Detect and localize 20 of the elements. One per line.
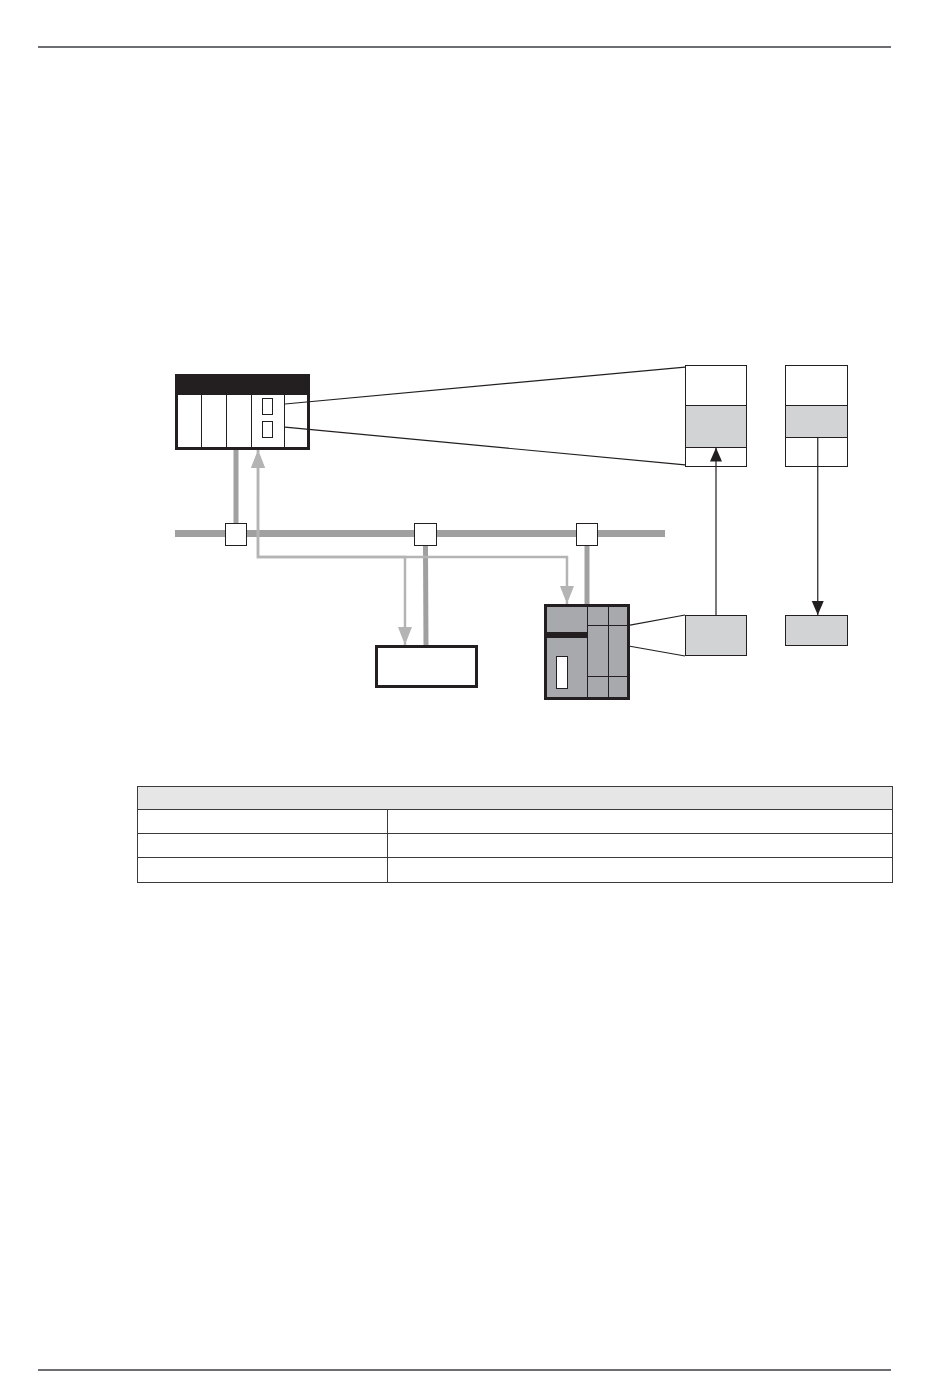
tap-box xyxy=(576,523,598,546)
data-box xyxy=(785,615,848,646)
connector-line xyxy=(629,645,686,657)
arrow xyxy=(710,447,722,616)
data-box xyxy=(685,615,747,656)
slave-unit-drawing xyxy=(544,604,630,700)
connector-line xyxy=(233,450,239,523)
memory-map-box xyxy=(785,365,848,467)
tap-box xyxy=(225,523,247,546)
arrow xyxy=(251,450,574,604)
arrow xyxy=(811,436,824,616)
connector-line xyxy=(423,546,429,645)
device-box xyxy=(375,645,478,688)
controller-rack-drawing xyxy=(175,374,310,450)
connector-line xyxy=(284,366,686,405)
tap-box xyxy=(414,523,437,546)
connector-line xyxy=(284,426,686,466)
memory-map-box xyxy=(685,365,747,467)
connector-line xyxy=(584,546,590,604)
connector-line xyxy=(629,614,686,626)
